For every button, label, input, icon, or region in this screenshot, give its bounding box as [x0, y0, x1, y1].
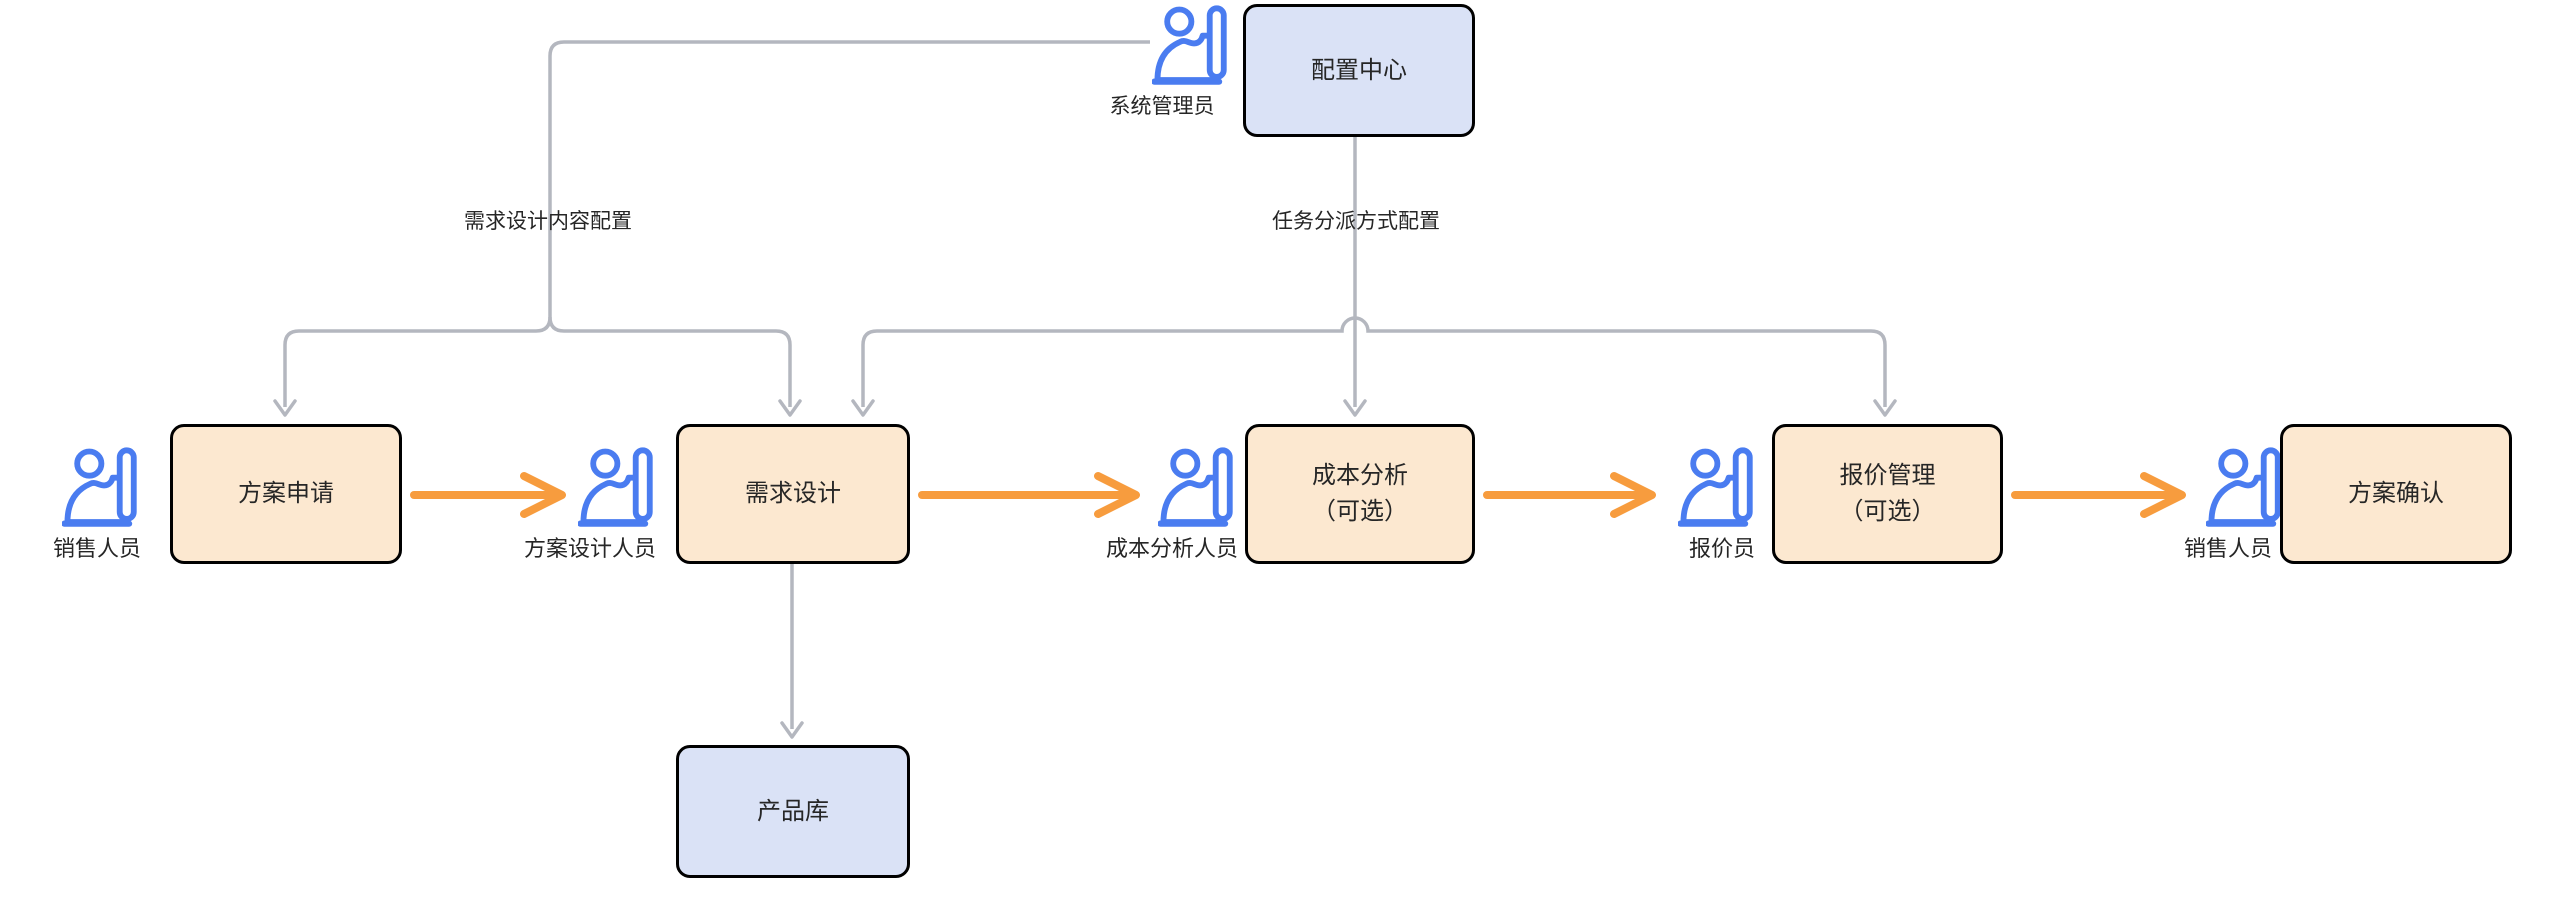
person-icon [1158, 447, 1236, 527]
connector-task-dispatch-branch [861, 316, 1887, 407]
flow-arrow-2-head [1094, 472, 1140, 518]
edge-label-design-content-config: 需求设计内容配置 [464, 210, 632, 233]
arrowhead-quote-management [1873, 399, 1897, 417]
person-icon [578, 447, 656, 527]
flow-arrow-4-head [2140, 472, 2186, 518]
actor-label-quoter: 报价员 [1688, 536, 1756, 561]
person-icon [2206, 447, 2284, 527]
arrowhead-product-library [780, 721, 804, 739]
connector-config-trunk-left [548, 40, 1150, 317]
actor-label-cost-analyst: 成本分析人员 [1105, 536, 1239, 561]
arrowhead-cost-analysis [1343, 399, 1367, 417]
person-icon [1152, 5, 1230, 85]
node-config-center: 配置中心 [1243, 4, 1475, 137]
person-icon [62, 447, 140, 527]
actor-label-plan-designer: 方案设计人员 [523, 536, 657, 561]
arrowhead-plan-request [273, 399, 297, 417]
arrowhead-requirement-design-right [851, 399, 875, 417]
node-product-library: 产品库 [676, 745, 910, 878]
actor-label-sales-1: 销售人员 [52, 536, 142, 561]
node-requirement-design: 需求设计 [676, 424, 910, 564]
connector-to-requirement-design-left [548, 316, 792, 407]
node-quote-management: 报价管理 （可选） [1772, 424, 2003, 564]
flow-arrow-1-head [520, 472, 566, 518]
node-cost-analysis: 成本分析 （可选） [1245, 424, 1475, 564]
connector-to-plan-request [283, 316, 552, 407]
node-plan-request: 方案申请 [170, 424, 402, 564]
arrowhead-requirement-design-left [778, 399, 802, 417]
person-icon [1678, 447, 1756, 527]
flow-arrow-3-head [1610, 472, 1656, 518]
actor-label-system-admin: 系统管理员 [1109, 95, 1215, 118]
edge-label-task-dispatch-config: 任务分派方式配置 [1272, 210, 1440, 233]
actor-label-sales-2: 销售人员 [2183, 536, 2273, 561]
node-plan-confirm: 方案确认 [2280, 424, 2512, 564]
